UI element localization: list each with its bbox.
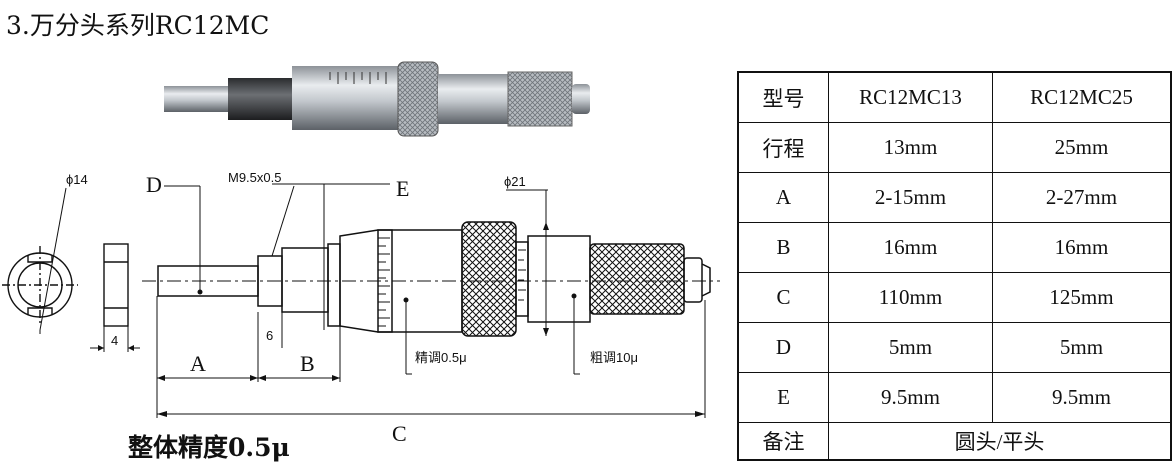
micrometer-photo xyxy=(164,61,590,137)
table-row: 行程 13mm 25mm xyxy=(737,122,1172,173)
dim-6-label: 6 xyxy=(266,328,273,343)
note-value: 圆头/平头 xyxy=(828,422,1172,461)
page-title: 3.万分头系列RC12MC xyxy=(6,11,270,40)
table-cell: 2-15mm xyxy=(828,172,993,223)
table-row: B 16mm 16mm xyxy=(737,222,1172,273)
row-label: 行程 xyxy=(737,122,829,173)
table-cell: 9.5mm xyxy=(992,372,1172,423)
dimension-lines xyxy=(156,183,706,418)
row-label: E xyxy=(737,372,829,423)
lock-nut-drawing xyxy=(2,187,140,352)
thread-label: M9.5x0.5 xyxy=(228,170,281,185)
arrowheads xyxy=(157,222,705,417)
coarse-knurl xyxy=(462,222,516,336)
table-cell: 125mm xyxy=(992,272,1172,323)
table-cell: 9.5mm xyxy=(828,372,993,423)
label-B: B xyxy=(300,351,315,376)
phi14-label: ϕ14 xyxy=(66,172,88,187)
header-rc12mc25: RC12MC25 xyxy=(992,71,1172,123)
table-row: A 2-15mm 2-27mm xyxy=(737,172,1172,223)
label-D: D xyxy=(146,172,162,197)
row-label: C xyxy=(737,272,829,323)
table-cell: 5mm xyxy=(992,322,1172,373)
phi21-label: ϕ21 xyxy=(504,174,526,189)
table-cell: 25mm xyxy=(992,122,1172,173)
note-label: 备注 xyxy=(737,422,829,461)
fine-scale-ticks xyxy=(378,237,526,327)
table-header-row: 型号 RC12MC13 RC12MC25 xyxy=(737,71,1172,123)
dim-4-label: 4 xyxy=(111,333,118,348)
fine-adjust-label: 精调0.5μ xyxy=(415,350,467,365)
label-C: C xyxy=(392,421,407,446)
overall-accuracy: 整体精度0.5μ xyxy=(128,433,290,462)
micrometer-drawing: ϕ14 4 xyxy=(2,61,720,446)
table-row: E 9.5mm 9.5mm xyxy=(737,372,1172,423)
header-rc12mc13: RC12MC13 xyxy=(828,71,993,123)
table-row: D 5mm 5mm xyxy=(737,322,1172,373)
coarse-adjust-label: 粗调10μ xyxy=(590,350,638,365)
header-model: 型号 xyxy=(737,71,829,123)
row-label: D xyxy=(737,322,829,373)
label-A: A xyxy=(190,351,206,376)
ratchet-knurl xyxy=(590,244,684,314)
row-label: A xyxy=(737,172,829,223)
table-cell: 16mm xyxy=(828,222,993,273)
table-cell: 2-27mm xyxy=(992,172,1172,223)
table-note-row: 备注 圆头/平头 xyxy=(737,422,1172,461)
table-row: C 110mm 125mm xyxy=(737,272,1172,323)
table-cell: 5mm xyxy=(828,322,993,373)
spec-table: 型号 RC12MC13 RC12MC25 行程 13mm 25mm A 2-15… xyxy=(737,71,1172,461)
table-cell: 110mm xyxy=(828,272,993,323)
table-cell: 16mm xyxy=(992,222,1172,273)
label-E: E xyxy=(396,176,409,201)
row-label: B xyxy=(737,222,829,273)
table-cell: 13mm xyxy=(828,122,993,173)
